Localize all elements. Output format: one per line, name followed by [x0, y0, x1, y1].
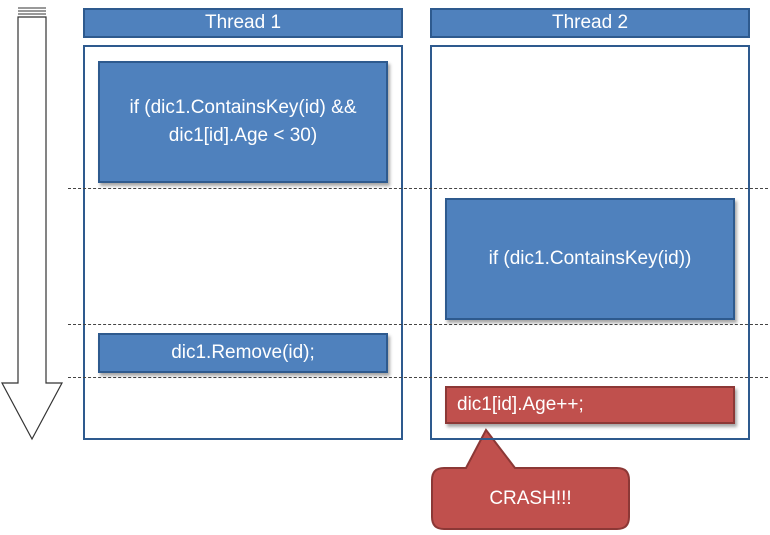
crash-callout-label: CRASH!!! — [489, 487, 572, 509]
time-divider — [68, 377, 768, 378]
thread1-header: Thread 1 — [83, 8, 403, 38]
thread1-lane — [83, 45, 403, 440]
thread1-check-line2: dic1[id].Age < 30) — [168, 125, 318, 146]
thread2-header: Thread 2 — [430, 8, 750, 38]
thread2-increment-label: dic1[id].Age++; — [457, 394, 584, 415]
thread2-check-block: if (dic1.ContainsKey(id)) — [445, 198, 735, 320]
thread1-remove-block: dic1.Remove(id); — [98, 333, 388, 373]
time-divider — [68, 188, 768, 189]
down-arrow-icon — [0, 16, 64, 441]
thread1-header-label: Thread 1 — [204, 12, 282, 33]
thread2-check-label: if (dic1.ContainsKey(id)) — [488, 248, 692, 269]
thread1-check-block: if (dic1.ContainsKey(id) && dic1[id].Age… — [98, 61, 388, 183]
crash-callout-shape — [431, 428, 630, 530]
time-divider — [68, 324, 768, 325]
thread1-remove-label: dic1.Remove(id); — [171, 342, 315, 363]
crash-callout: CRASH!!! — [432, 468, 629, 529]
thread2-lane — [430, 45, 750, 440]
thread2-increment-block: dic1[id].Age++; — [445, 386, 735, 424]
thread1-check-line1: if (dic1.ContainsKey(id) && — [129, 97, 357, 118]
thread2-header-label: Thread 2 — [551, 12, 629, 33]
